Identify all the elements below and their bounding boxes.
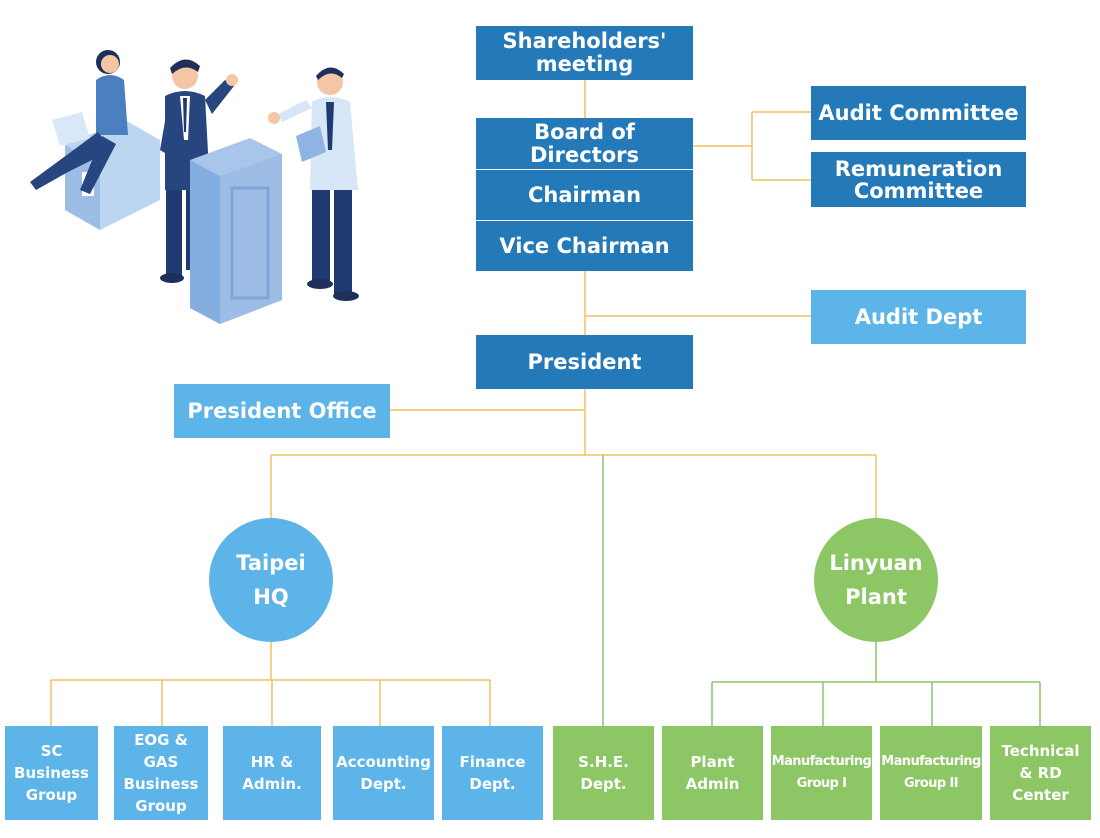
president-office-box: President Office	[174, 384, 390, 438]
plant-admin-box: Plant Admin	[662, 726, 763, 820]
president-box: President	[476, 335, 693, 389]
taipei-hq-circle: Taipei HQ	[209, 518, 333, 642]
remuneration-committee-box: Remuneration Committee	[811, 152, 1026, 207]
audit-committee-box: Audit Committee	[811, 86, 1026, 140]
board-of-directors-box: Board of Directors	[476, 118, 693, 169]
manufacturing-group-i-box: Manufacturing Group I	[771, 726, 872, 820]
she-dept-box: S.H.E. Dept.	[553, 726, 654, 820]
manufacturing-group-ii-box: Manufacturing Group II	[880, 726, 982, 820]
chairman-box: Chairman	[476, 170, 693, 220]
eog-gas-business-group-box: EOG & GAS Business Group	[114, 726, 208, 820]
vice-chairman-box: Vice Chairman	[476, 221, 693, 271]
accounting-dept-box: Accounting Dept.	[333, 726, 434, 820]
technical-rd-center-box: Technical & RD Center	[990, 726, 1091, 820]
business-team-illustration	[30, 50, 359, 324]
finance-dept-box: Finance Dept.	[442, 726, 543, 820]
shareholders-meeting-box: Shareholders' meeting	[476, 26, 693, 80]
hr-admin-box: HR & Admin.	[223, 726, 321, 820]
audit-dept-box: Audit Dept	[811, 290, 1026, 344]
linyuan-plant-circle: Linyuan Plant	[814, 518, 938, 642]
sc-business-group-box: SC Business Group	[5, 726, 98, 820]
